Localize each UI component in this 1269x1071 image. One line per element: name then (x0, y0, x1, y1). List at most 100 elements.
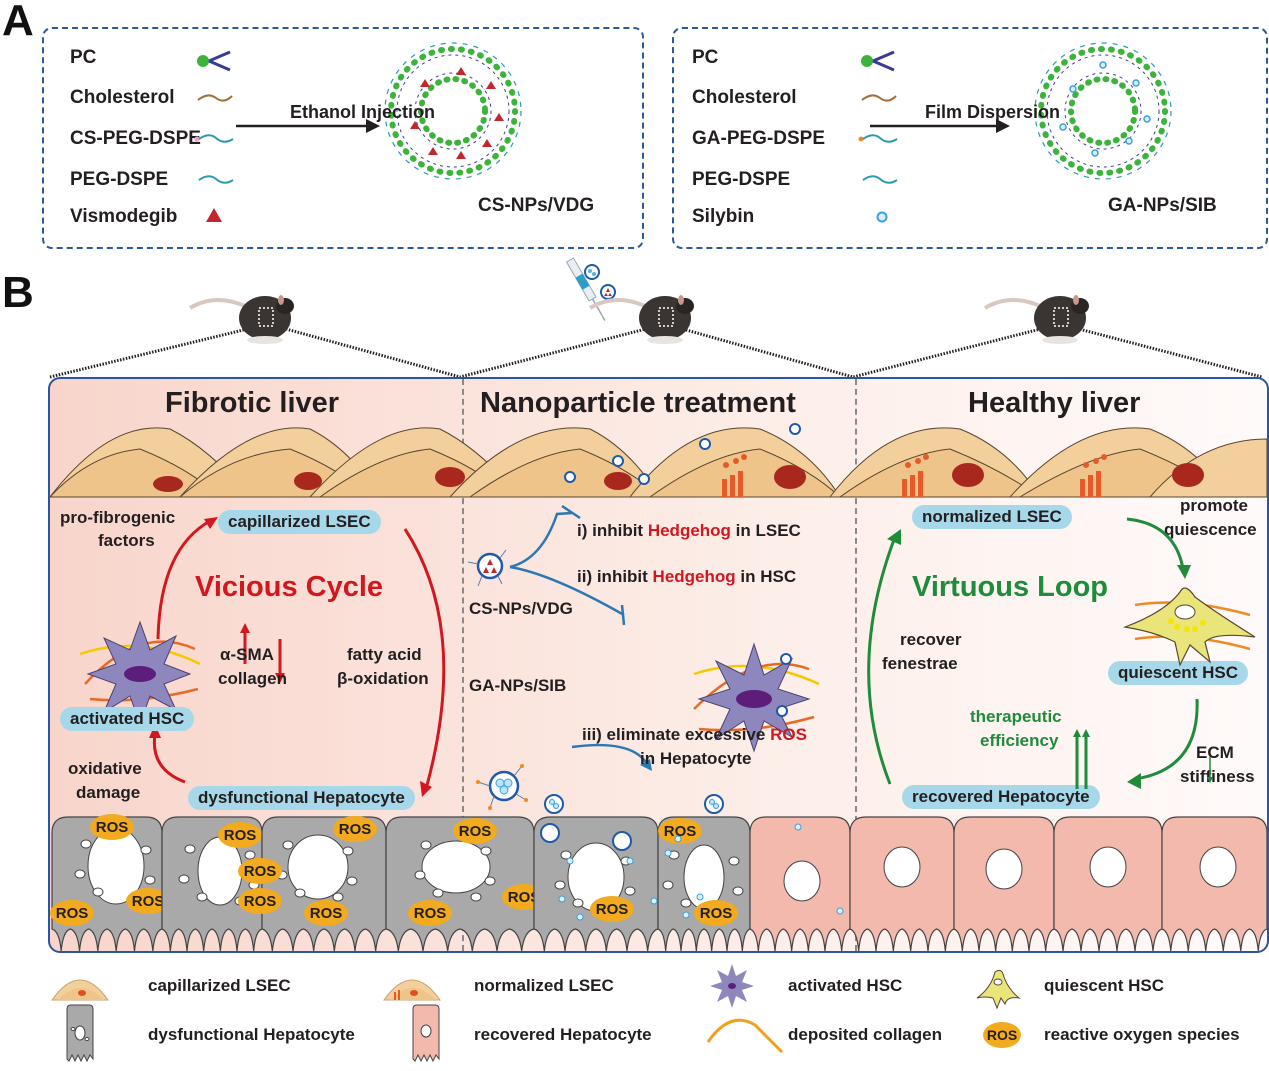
lipid-droplet (728, 856, 740, 866)
nanoparticle-name: CS-NPs/VDG (478, 195, 595, 216)
cs-np-icon (467, 549, 507, 587)
lipid-droplet (484, 876, 496, 886)
lipid-droplet (184, 844, 196, 854)
silybin-particle (836, 907, 844, 915)
ros-label: ROS (339, 821, 372, 838)
ros-badge: ROS (453, 818, 497, 844)
ros-badge: ROS (126, 888, 170, 914)
legend-icons: ROS (51, 964, 1021, 1063)
ga-np-icon (476, 764, 528, 810)
nucleus (985, 848, 1023, 890)
lipid-droplet (572, 898, 584, 908)
panel-a-icons (194, 42, 522, 222)
deposited-collagen-icon (706, 1018, 784, 1054)
cs-nps-vdg-liposome-icon (384, 42, 522, 180)
pill-capillarized-lsec: capillarized LSEC (218, 510, 381, 534)
component-label: CS-PEG-DSPE (70, 128, 201, 149)
section-title-fibrotic: Fibrotic liver (165, 387, 340, 419)
cholesterol-icon (861, 94, 897, 102)
vicious-cycle-title: Vicious Cycle (195, 571, 384, 603)
normalized-lsec-icon (383, 979, 441, 1001)
ros-badge-text: ROS (987, 1027, 1017, 1043)
nucleus (783, 860, 821, 902)
vicious-cycle-arrows (79, 517, 446, 797)
quiescent-hsc-icon (976, 969, 1021, 1010)
dysfunctional-hepatocyte (261, 816, 387, 951)
ga-np-particle (540, 823, 560, 843)
quiescent-hsc-icon (1122, 587, 1256, 667)
silybin-particle (650, 897, 658, 905)
legend-label: capillarized LSEC (148, 976, 291, 995)
ga-np-formulation-box (672, 27, 1268, 249)
component-label: Vismodegib (70, 206, 178, 227)
component-label: PEG-DSPE (70, 169, 169, 190)
silybin-particle (626, 857, 634, 865)
note-stiffiness: stiffiness (1180, 767, 1255, 786)
lipid-droplet (342, 846, 354, 856)
lipid-droplet (680, 898, 692, 908)
vismodegib-icon (206, 208, 222, 222)
recovered-hepatocyte (1161, 816, 1267, 951)
ga-nps-sib-liposome-icon (1034, 42, 1172, 180)
cs-np-icon (600, 284, 616, 300)
lipid-droplet (346, 876, 358, 886)
note-beta-oxidation: β-oxidation (337, 669, 429, 688)
ga-np-particle (612, 831, 632, 851)
treatment-graphics (467, 504, 820, 814)
ros-label: ROS (310, 905, 343, 922)
note-quiescence: quiescence (1164, 520, 1257, 539)
legend-label: normalized LSEC (474, 976, 614, 995)
activated-hsc-icon (693, 642, 820, 753)
ros-label: ROS (96, 819, 129, 836)
process-label: Film Dispersion (925, 102, 1061, 122)
note-damage: damage (76, 783, 141, 802)
note-recover: recover (900, 630, 962, 649)
lipid-droplet (732, 886, 744, 896)
nanoparticle-name: GA-NPs/SIB (1108, 195, 1217, 216)
ros-badge: ROS (238, 888, 282, 914)
lipid-droplet (80, 839, 92, 849)
panel-a-letter: A (2, 0, 34, 45)
ros-badge: ROS (238, 858, 282, 884)
ga-nps-sib-label: GA-NPs/SIB (469, 676, 567, 695)
note-oxidative: oxidative (68, 759, 142, 778)
section-title-treatment: Nanoparticle treatment (480, 387, 796, 419)
ros-badge: ROS (694, 900, 738, 926)
peg-dspe-icon (862, 175, 898, 184)
lipid-droplet (196, 892, 208, 902)
silybin-particle (566, 857, 574, 865)
legend-label: recovered Hepatocyte (474, 1025, 652, 1044)
ros-label: ROS (244, 863, 277, 880)
nucleus (883, 846, 921, 888)
lipid-droplet (480, 846, 492, 856)
cs-peg-dspe-icon (194, 134, 234, 143)
legend-label: activated HSC (788, 976, 903, 995)
recovered-hepatocyte (849, 816, 955, 951)
lipid-droplet (282, 840, 294, 850)
lipid-droplet (144, 875, 156, 885)
silybin-particle (682, 911, 690, 919)
ga-np-icon (544, 794, 564, 814)
component-label: PC (692, 47, 719, 68)
ros-badge: ROS (658, 818, 702, 844)
ros-label: ROS (56, 905, 89, 922)
lipid-droplet (294, 888, 306, 898)
lipid-droplet (140, 845, 152, 855)
recovered-hepatocyte (749, 816, 851, 951)
lipid-droplet (420, 840, 432, 850)
component-label: Silybin (692, 206, 755, 227)
cs-nps-vdg-label: CS-NPs/VDG (469, 599, 573, 618)
panel-b-letter: B (2, 268, 34, 317)
component-label: PEG-DSPE (692, 169, 791, 190)
silybin-particle (794, 823, 802, 831)
pill-normalized-lsec: normalized LSEC (912, 505, 1072, 529)
mice-row (49, 257, 1263, 379)
mouse-icon (983, 295, 1089, 344)
ros-badge: ROS (90, 814, 134, 840)
syringe-icon (565, 257, 606, 321)
legend-label: deposited collagen (788, 1025, 942, 1044)
pc-lipid-icon (861, 50, 895, 72)
ga-peg-dspe-icon (858, 134, 898, 143)
nucleus (1199, 846, 1237, 888)
